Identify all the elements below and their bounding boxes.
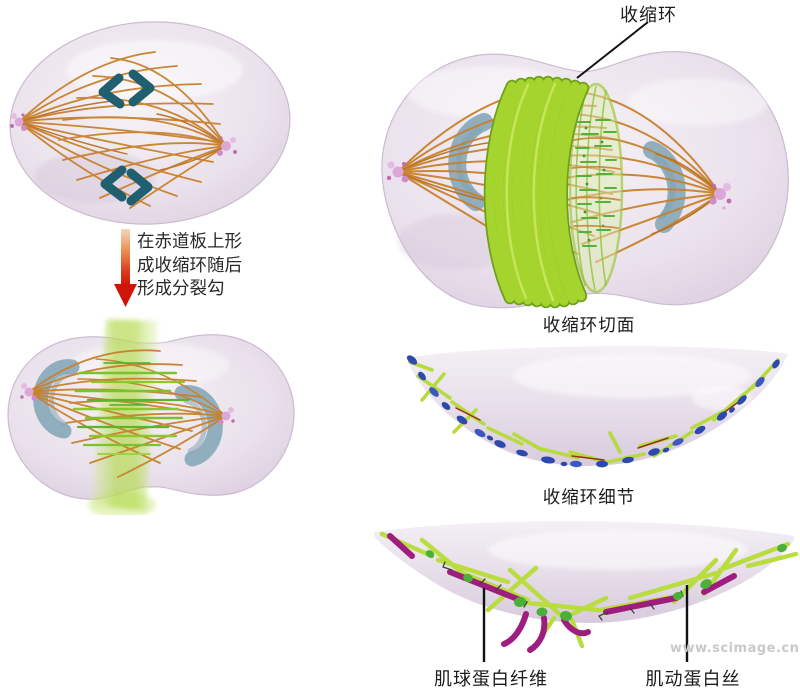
contractile-ring-cell-illustration: [381, 50, 789, 309]
watermark: www.scimage.cn: [670, 641, 800, 656]
aster-right: [709, 183, 732, 210]
step-caption: 在赤道板上形 成收缩环随后 形成分裂勾: [137, 231, 267, 302]
spindle-fibers: [28, 349, 227, 478]
chromosomes: [98, 69, 155, 206]
contractile-ring-label: 收缩环: [620, 5, 677, 26]
anaphase-cell-illustration: [9, 21, 291, 225]
ring-detail-label: 收缩环细节: [542, 488, 636, 508]
aster-left: [20, 383, 37, 401]
myosin-fiber-label: 肌球蛋白纤维: [434, 669, 548, 690]
aster-right: [217, 136, 237, 156]
crosslinker-nodes: [425, 543, 787, 622]
aster-right: [218, 407, 235, 425]
ring-actin-lines: [72, 362, 190, 455]
caption-line-2: 成收缩环随后: [137, 255, 242, 276]
ring-inner-disc: [568, 82, 624, 294]
spindle-fibers: [18, 51, 227, 209]
ring-cross-section-illustration: [406, 346, 788, 468]
ring-detail-illustration: [374, 521, 799, 653]
contractile-ring-coil: [483, 75, 590, 309]
caption-line-1: 在赤道板上形: [137, 232, 242, 252]
aster-left: [10, 113, 27, 131]
actin-filament-label: 肌动蛋白丝: [645, 669, 741, 690]
process-arrow-icon: [114, 229, 137, 307]
myosin-fibers: [387, 533, 737, 653]
caption-line-3: 形成分裂勾: [137, 279, 225, 299]
myosin-head-hooks: [442, 561, 684, 621]
ring-cross-section-label: 收缩环切面: [542, 316, 636, 336]
furrowing-cell-illustration: [7, 319, 295, 515]
myosin-strands: [455, 397, 745, 461]
membrane-proteins: [406, 355, 780, 468]
aster-left: [386, 161, 409, 183]
